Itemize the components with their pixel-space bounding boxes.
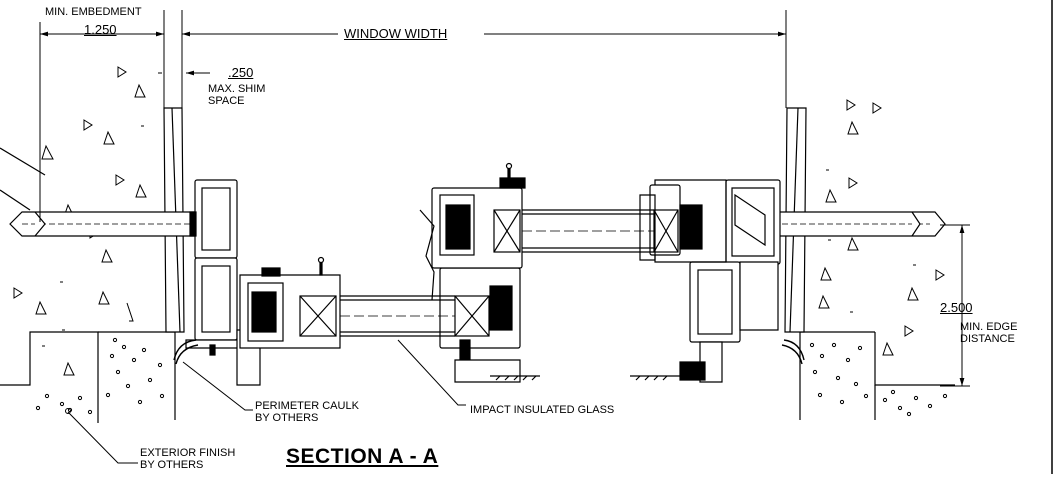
left-wall — [0, 147, 176, 423]
right-frame — [654, 179, 781, 383]
perimeter-caulk — [173, 339, 805, 365]
min-embedment-label: MIN. EMBEDMENT — [45, 6, 142, 18]
max-shim-label-line1: MAX. SHIM — [208, 83, 266, 95]
shim-dimension-value: .250 — [228, 65, 254, 80]
leaders — [65, 339, 466, 464]
max-shim-label-line2: SPACE — [208, 95, 245, 107]
impact-glass-label: IMPACT INSULATED GLASS — [470, 404, 615, 416]
sill-lines — [490, 375, 680, 381]
exterior-finish-label-line2: BY OTHERS — [140, 459, 204, 471]
right-wall — [799, 331, 955, 420]
perimeter-caulk-label-line1: PERIMETER CAULK — [255, 400, 359, 412]
perimeter-caulk-label-line2: BY OTHERS — [255, 412, 319, 424]
upper-glass — [522, 209, 654, 253]
dimension-lines — [39, 10, 970, 387]
section-title: SECTION A - A — [286, 445, 439, 468]
left-frame — [185, 179, 261, 386]
left-wall-aggregate — [13, 66, 165, 415]
min-edge-label-line1: MIN. EDGE — [960, 321, 1018, 333]
exterior-finish-label-line1: EXTERIOR FINISH — [140, 447, 236, 459]
edge-distance-value: 2.500 — [940, 300, 973, 315]
lower-glass — [340, 295, 455, 337]
lower-sash — [239, 256, 521, 383]
right-wall-aggregate — [809, 99, 948, 417]
upper-sash — [419, 162, 703, 301]
embedment-dimension-value: 1.250 — [84, 22, 117, 37]
min-edge-label-line2: DISTANCE — [960, 333, 1015, 345]
window-width-label: WINDOW WIDTH — [344, 26, 448, 41]
